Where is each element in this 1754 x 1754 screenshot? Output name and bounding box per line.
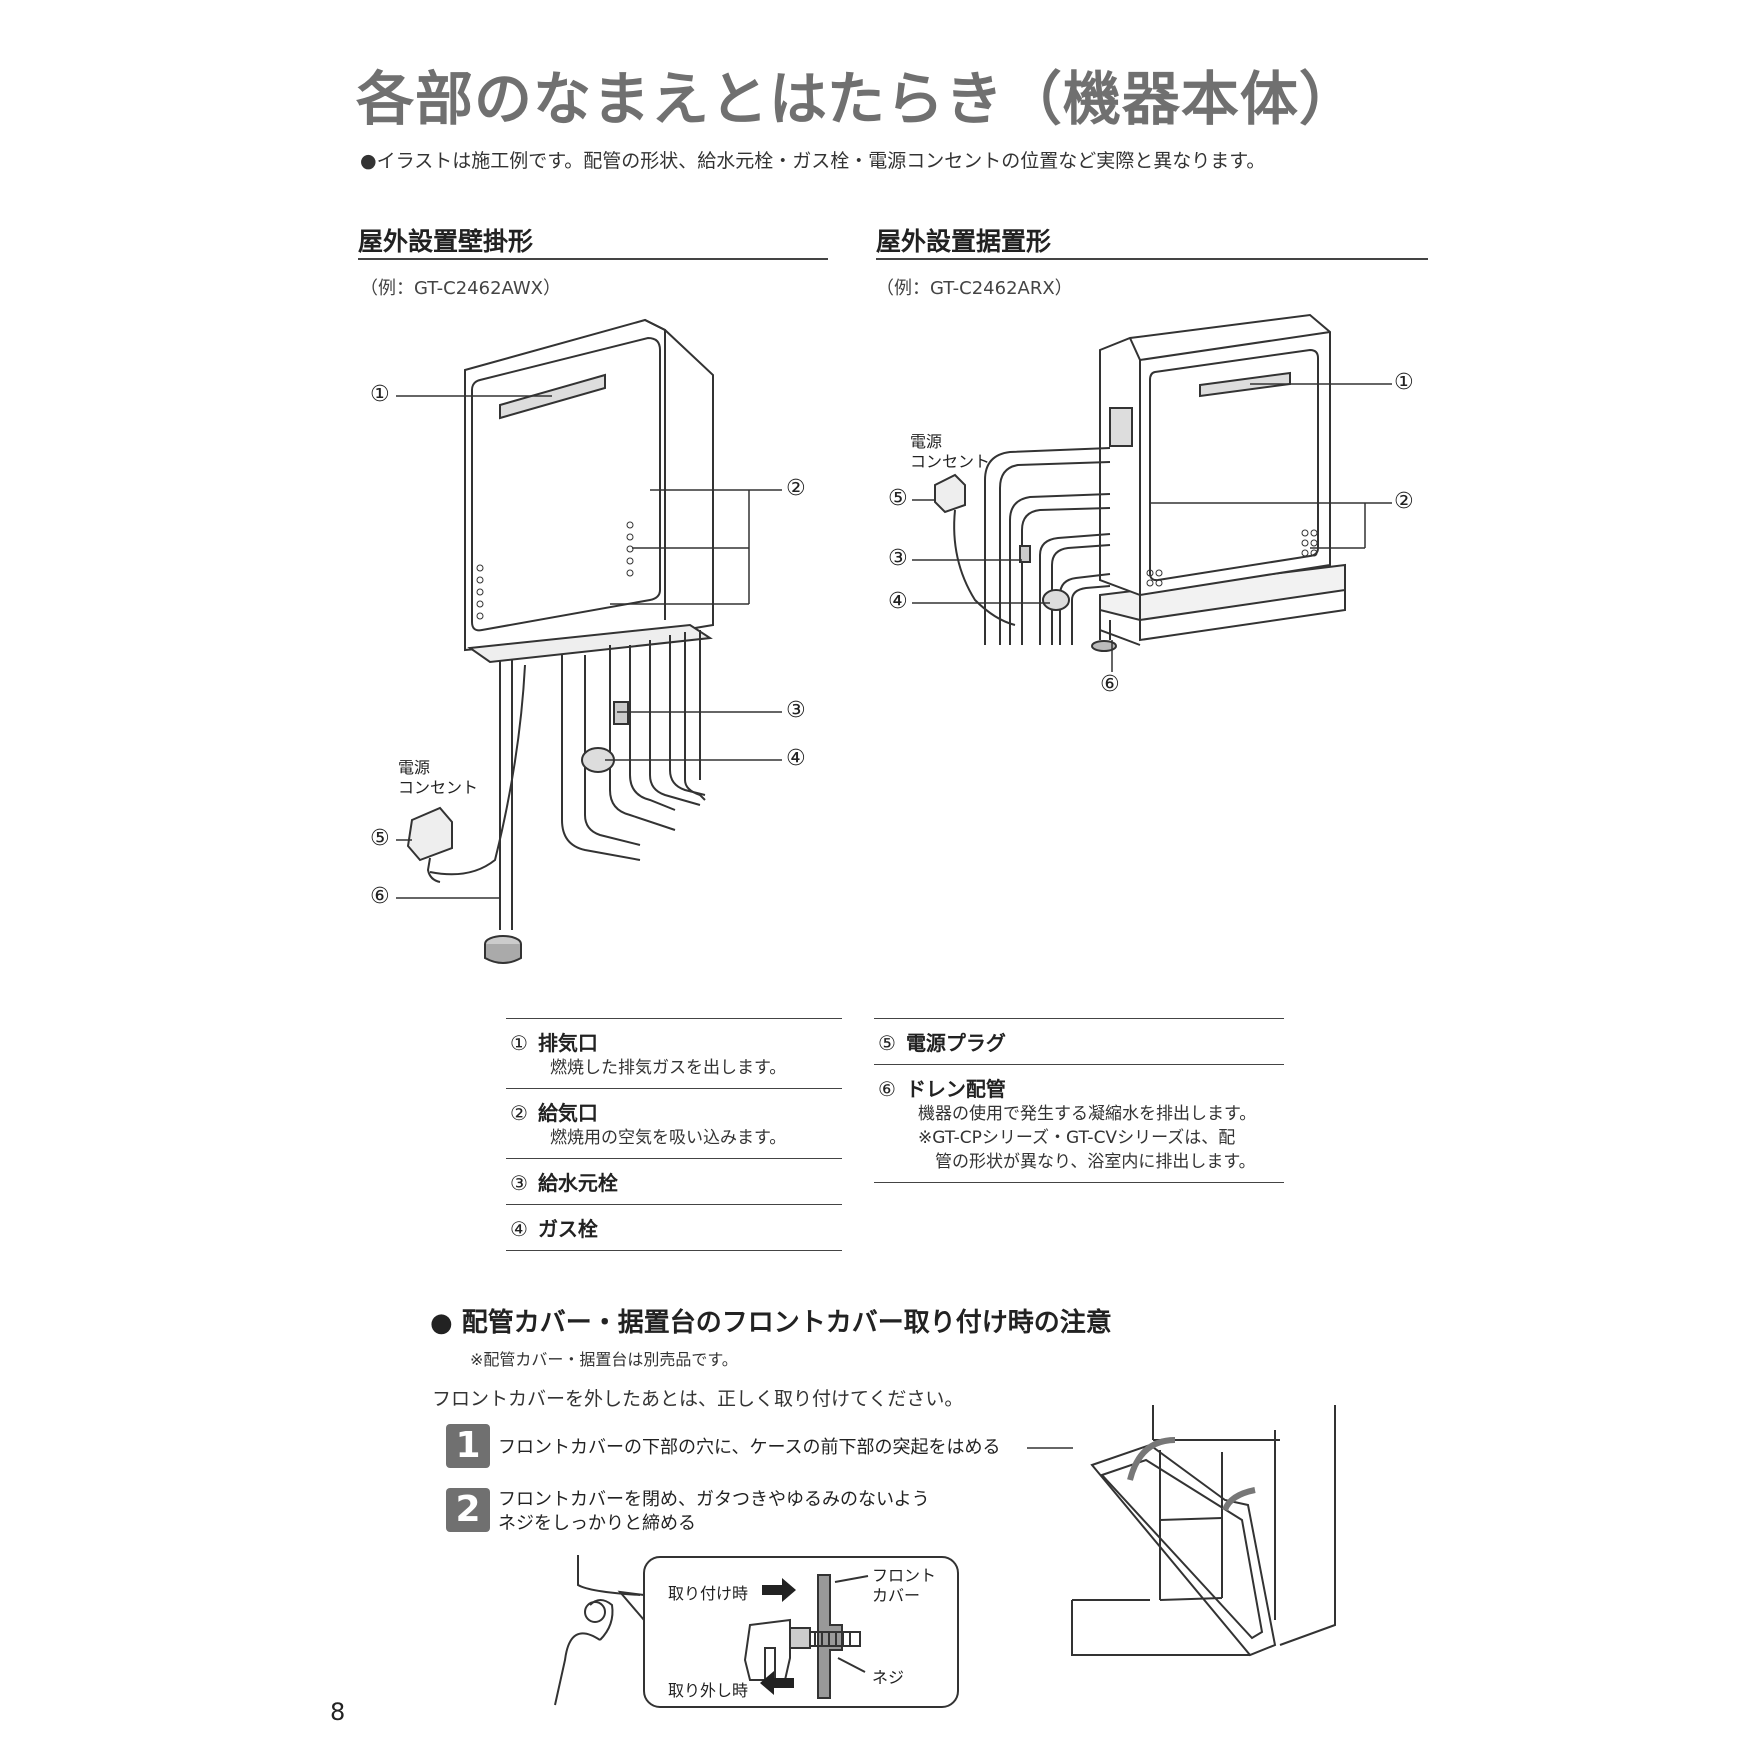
wall-section-heading: 屋外設置壁掛形 — [358, 227, 534, 256]
front-cover-illustration — [1071, 1405, 1336, 1657]
part-name: 電源プラグ — [905, 1031, 1006, 1055]
part-name: 給水元栓 — [537, 1171, 618, 1195]
part-row-exhaust: ① 排気口 燃焼した排気ガスを出します。 — [506, 1018, 842, 1088]
detail-screw-label: ネジ — [872, 1668, 905, 1687]
floor-power-label-2: コンセント — [910, 452, 991, 471]
caution-subnote: ※配管カバー・据置台は別売品です。 — [470, 1350, 738, 1369]
part-name: ドレン配管 — [905, 1077, 1006, 1101]
part-desc: 機器の使用で発生する凝縮水を排出します。 — [918, 1104, 1257, 1124]
step-2-text-line-1: フロントカバーを閉め、ガタつきやゆるみのないよう — [498, 1489, 930, 1510]
detail-remove-label: 取り外し時 — [668, 1681, 749, 1700]
floor-stand-unit-illustration — [912, 313, 1392, 672]
part-num: ⑤ — [878, 1031, 896, 1055]
floor-section-heading: 屋外設置据置形 — [876, 227, 1052, 256]
floor-callout-3: ③ — [888, 546, 908, 571]
floor-callout-2: ② — [1394, 489, 1414, 514]
part-num: ③ — [510, 1171, 528, 1195]
step-1-badge: 1 — [446, 1424, 490, 1468]
page-number: 8 — [330, 1698, 346, 1726]
step-2-text-line-2: ネジをしっかりと締める — [498, 1513, 696, 1534]
part-row-gas-valve: ④ ガス栓 — [506, 1204, 842, 1251]
floor-section-rule — [876, 258, 1428, 260]
step-2-badge: 2 — [446, 1488, 490, 1532]
part-desc: 燃焼用の空気を吸い込みます。 — [550, 1128, 787, 1148]
wall-mount-unit-illustration — [396, 318, 782, 964]
page-note: ●イラストは施工例です。配管の形状、給水元栓・ガス栓・電源コンセントの位置など実… — [360, 150, 1266, 172]
part-num: ① — [510, 1031, 528, 1055]
parts-table-right: ⑤ 電源プラグ ⑥ ドレン配管 機器の使用で発生する凝縮水を排出します。 ※GT-C… — [874, 1018, 1284, 1183]
wall-power-label-2: コンセント — [398, 778, 479, 797]
wall-callout-1: ① — [370, 382, 390, 407]
part-num: ④ — [510, 1217, 528, 1241]
wall-power-label-1: 電源 — [398, 758, 431, 777]
floor-callout-1: ① — [1394, 370, 1414, 395]
detail-front-label-1: フロント — [872, 1566, 937, 1585]
floor-callout-4: ④ — [888, 589, 908, 614]
caution-lead: フロントカバーを外したあとは、正しく取り付けてください。 — [432, 1388, 964, 1410]
wall-section-rule — [358, 258, 828, 260]
floor-callout-5: ⑤ — [888, 486, 908, 511]
step-1-leader — [1027, 1447, 1073, 1449]
floor-model-example: （例：GT-C2462ARX） — [876, 278, 1073, 299]
part-num: ② — [510, 1101, 528, 1125]
detail-attach-label: 取り付け時 — [668, 1584, 749, 1603]
step-1-text: フロントカバーの下部の穴に、ケースの前下部の突起をはめる — [498, 1437, 1001, 1458]
wall-callout-6: ⑥ — [370, 884, 390, 909]
floor-power-label-1: 電源 — [910, 432, 943, 451]
part-name: 排気口 — [537, 1031, 598, 1055]
wall-model-example: （例：GT-C2462AWX） — [360, 278, 561, 299]
part-row-power-plug: ⑤ 電源プラグ — [874, 1018, 1284, 1064]
part-num: ⑥ — [878, 1077, 896, 1101]
wall-callout-5: ⑤ — [370, 826, 390, 851]
caution-heading: ● 配管カバー・据置台のフロントカバー取り付け時の注意 — [430, 1308, 1112, 1338]
floor-callout-6: ⑥ — [1100, 672, 1120, 697]
part-row-water-valve: ③ 給水元栓 — [506, 1158, 842, 1204]
page-title: 各部のなまえとはたらき（機器本体） — [356, 65, 1358, 133]
wall-callout-2: ② — [786, 476, 806, 501]
part-name: 給気口 — [537, 1101, 598, 1125]
part-desc: 管の形状が異なり、浴室内に排出します。 — [918, 1152, 1256, 1172]
part-desc: ※GT-CPシリーズ・GT-CVシリーズは、配 — [918, 1128, 1236, 1148]
part-desc: 燃焼した排気ガスを出します。 — [550, 1058, 787, 1078]
part-row-intake: ② 給気口 燃焼用の空気を吸い込みます。 — [506, 1088, 842, 1158]
screw-detail-illustration — [554, 1555, 959, 1708]
detail-front-label-2: カバー — [872, 1586, 921, 1605]
part-row-drain-pipe: ⑥ ドレン配管 機器の使用で発生する凝縮水を排出します。 ※GT-CPシリーズ・G… — [874, 1064, 1284, 1183]
wall-callout-4: ④ — [786, 746, 806, 771]
wall-callout-3: ③ — [786, 698, 806, 723]
part-name: ガス栓 — [537, 1217, 598, 1241]
